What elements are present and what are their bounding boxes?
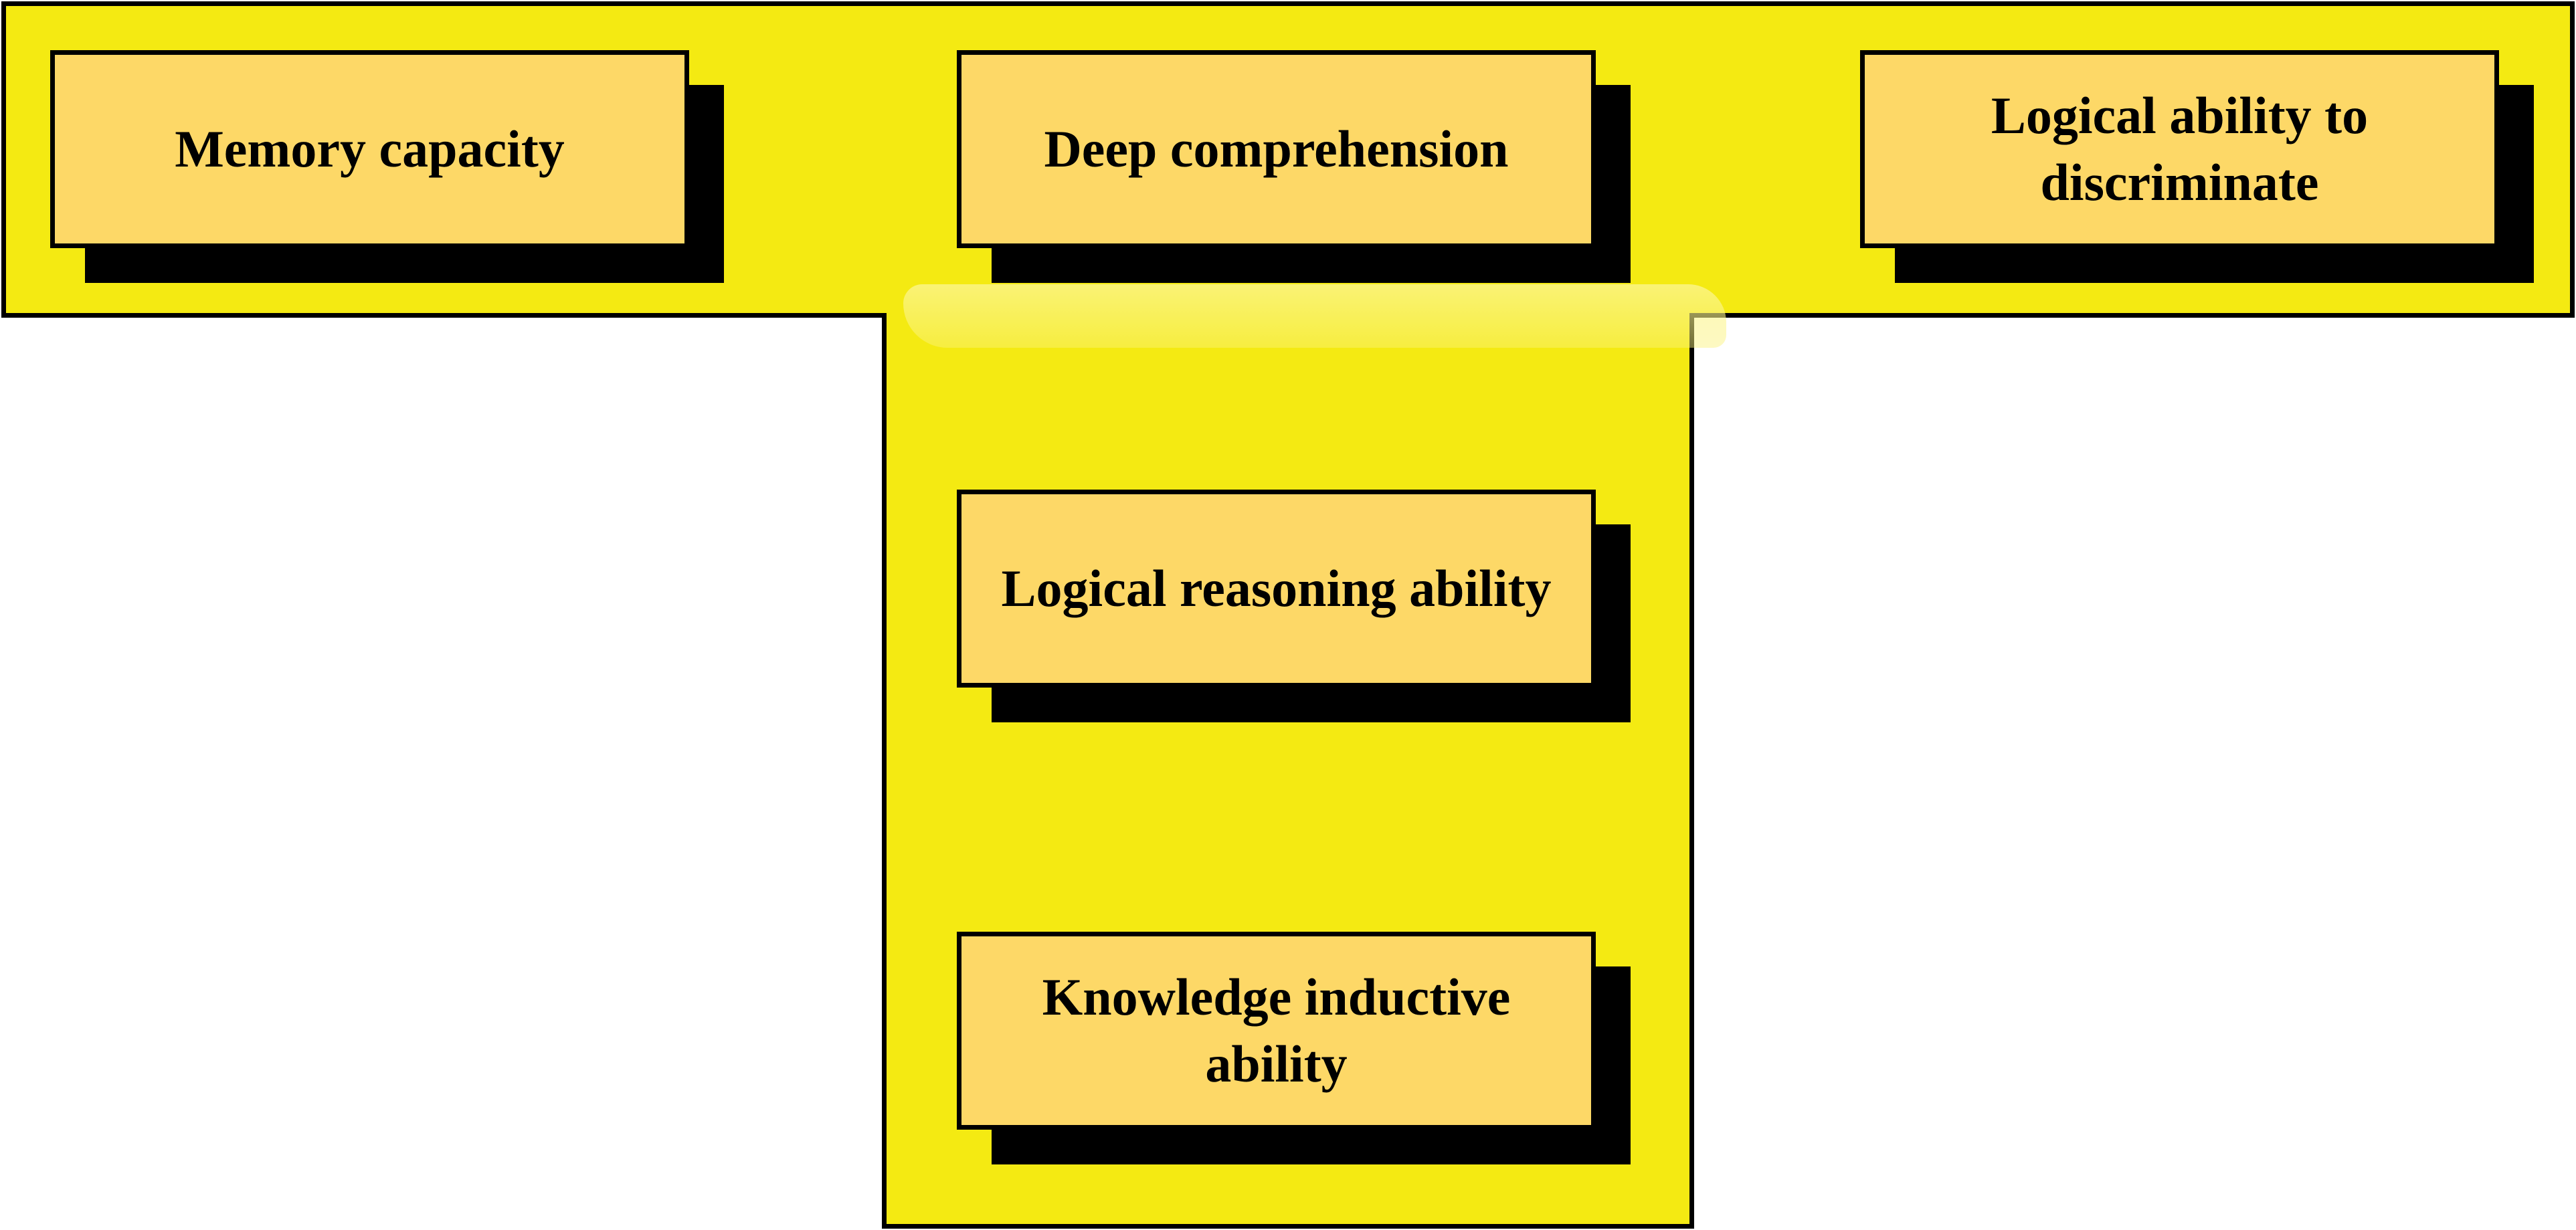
- box-logical-ability-to-discriminate: Logical ability to discriminate: [1860, 50, 2499, 248]
- box-label: Knowledge inductive ability: [1042, 968, 1511, 1093]
- box-label: Memory capacity: [175, 120, 565, 178]
- box-label: Deep comprehension: [1044, 120, 1509, 178]
- box-knowledge-inductive-ability: Knowledge inductive ability: [957, 932, 1596, 1130]
- box-deep-comprehension: Deep comprehension: [957, 50, 1596, 248]
- panel-highlight: [903, 284, 1726, 348]
- box-label: Logical reasoning ability: [1001, 559, 1552, 617]
- box-label: Logical ability to discriminate: [1991, 86, 2369, 211]
- box-logical-reasoning-ability: Logical reasoning ability: [957, 490, 1596, 688]
- box-memory-capacity: Memory capacity: [50, 50, 689, 248]
